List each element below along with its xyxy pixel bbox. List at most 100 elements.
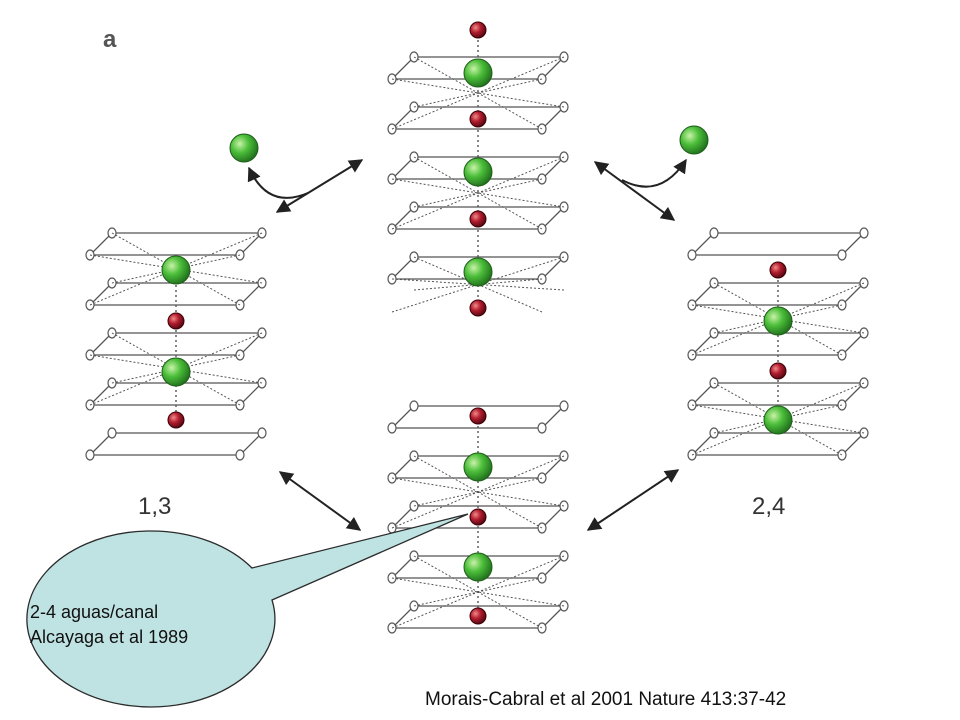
filter-stack-bottom <box>387 400 569 634</box>
state-label-1-3: 1,3 <box>138 493 171 520</box>
coordination-line <box>89 354 177 370</box>
coordination-line <box>691 404 779 420</box>
water-molecule <box>469 299 487 317</box>
double-arrow-top-left <box>275 159 364 213</box>
potassium-ion <box>763 306 793 336</box>
free-ion-right <box>679 125 709 155</box>
coordination-line <box>413 92 479 108</box>
coordination-line <box>477 284 565 291</box>
coordination-line <box>391 78 479 94</box>
water-molecule <box>769 362 787 380</box>
coordination-line <box>477 491 565 507</box>
coordination-line <box>391 92 479 130</box>
coordination-line <box>777 382 865 420</box>
curved-arrow-left <box>247 166 309 199</box>
ion-exit-right <box>593 125 709 221</box>
coordination-line <box>477 455 565 493</box>
coordination-line <box>391 477 479 493</box>
carbonyl-oxygen <box>687 249 697 261</box>
potassium-ion <box>463 58 493 88</box>
coordination-line <box>391 577 479 593</box>
carbonyl-oxygen <box>387 422 397 434</box>
carbonyl-oxygen <box>837 249 847 261</box>
coordination-line <box>413 284 479 291</box>
coordination-line <box>691 318 779 356</box>
double-arrow-bottom-left <box>278 471 362 531</box>
free-ion-left <box>229 133 259 163</box>
coordination-line <box>777 282 865 320</box>
coordination-line <box>477 156 565 194</box>
citation: Morais-Cabral et al 2001 Nature 413:37-4… <box>425 689 787 710</box>
coordination-line <box>175 232 263 270</box>
state-label-2-4: 2,4 <box>752 493 785 520</box>
coordination-line <box>713 418 779 434</box>
coordination-line <box>111 268 177 284</box>
coordination-line <box>111 368 177 384</box>
coordination-line <box>413 591 479 607</box>
coordination-line <box>477 477 543 493</box>
oxygen-ring <box>88 432 264 456</box>
coordination-line <box>477 577 543 593</box>
coordination-line <box>691 304 779 320</box>
coordination-line <box>477 192 543 230</box>
carbonyl-oxygen <box>107 427 117 439</box>
coordination-line <box>777 304 843 320</box>
water-molecule <box>469 607 487 625</box>
filter-stack-top <box>387 21 569 317</box>
filter-stack-2-4 <box>687 227 869 461</box>
coordination-line <box>777 404 843 420</box>
water-molecule <box>167 411 185 429</box>
water-molecule <box>469 210 487 228</box>
coordination-line <box>391 491 479 529</box>
coordination-line <box>477 178 543 194</box>
coordination-line <box>413 455 479 493</box>
coordination-line <box>89 268 177 306</box>
double-arrow-bottom-right <box>586 469 680 531</box>
potassium-ion <box>463 257 493 287</box>
callout-line-2: Alcayaga et al 1989 <box>30 627 189 647</box>
coordination-line <box>413 491 479 507</box>
carbonyl-oxygen <box>709 227 719 239</box>
potassium-ion <box>463 552 493 582</box>
water-molecule <box>469 21 487 39</box>
water-molecule <box>469 110 487 128</box>
coordination-line <box>391 178 479 194</box>
potassium-ion <box>463 157 493 187</box>
coordination-line <box>413 156 479 194</box>
coordination-line <box>477 56 565 94</box>
coordination-line <box>477 92 543 130</box>
water-molecule <box>469 508 487 526</box>
coordination-line <box>413 192 479 208</box>
coordination-line <box>391 591 479 629</box>
filter-stack-1-3 <box>85 227 267 461</box>
ion-exit-left <box>229 133 364 213</box>
coordination-line <box>413 555 479 593</box>
coordination-line <box>89 368 177 406</box>
coordination-line <box>477 92 565 108</box>
callout-bubble <box>26 513 469 708</box>
carbonyl-oxygen <box>85 449 95 461</box>
coordination-line <box>477 491 543 529</box>
coordination-line <box>477 78 543 94</box>
coordination-line <box>413 56 479 94</box>
callout-line-1: 2-4 aguas/canal <box>30 602 159 622</box>
coordination-line <box>175 332 263 370</box>
coordination-line <box>477 192 565 208</box>
callout-text: 2-4 aguas/canal Alcayaga et al 1989 <box>30 600 260 650</box>
coordination-line <box>391 278 479 285</box>
coordination-line <box>175 354 241 370</box>
potassium-ion <box>763 405 793 435</box>
potassium-ion <box>161 357 191 387</box>
coordination-line <box>477 256 565 285</box>
water-molecule <box>167 312 185 330</box>
potassium-ion <box>161 255 191 285</box>
double-arrow-top-right <box>593 161 676 221</box>
curved-arrow-right <box>621 158 687 188</box>
coordination-line <box>175 254 241 270</box>
water-molecule <box>469 407 487 425</box>
coordination-line <box>89 254 177 270</box>
coordination-line <box>391 192 479 230</box>
coordination-line <box>477 284 543 313</box>
oxygen-ring <box>690 232 866 256</box>
